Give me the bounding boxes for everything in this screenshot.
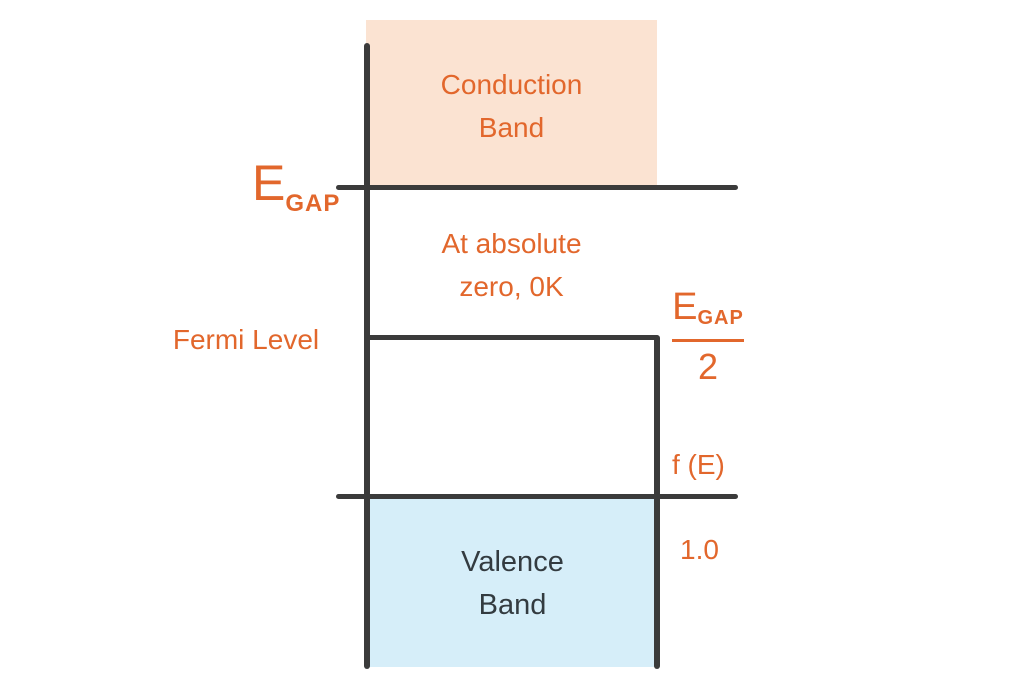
conduction-band-region [366,20,657,186]
egap-level-line [336,185,738,190]
valence-band-region [369,498,656,667]
fraction-numerator: EGAP [672,286,744,342]
valence-band-label-line1: Valence [461,546,564,578]
energy-axis-line [364,43,370,669]
absolute-zero-note: At absolute zero, 0K [366,222,657,308]
valence-band-label: Valence Band [369,541,656,627]
fermi-level-line [367,335,659,340]
valence-band-label-line2: Band [478,589,547,621]
valence-level-line [336,494,738,499]
egap-axis-label-subscript: GAP [285,190,341,217]
conduction-band-label-line2: Band [478,112,545,143]
fermi-level-label: Fermi Level [172,324,320,355]
egap-axis-label-main: E [252,155,286,211]
distribution-value-label: 1.0 [680,534,719,565]
conduction-band-label: Conduction Band [366,63,657,149]
fraction-numerator-subscript: GAP [697,307,744,329]
absolute-zero-note-line1: At absolute [441,228,582,259]
fraction-denominator: 2 [697,346,719,387]
egap-over-two-fraction: EGAP 2 [672,286,744,387]
absolute-zero-note-line2: zero, 0K [459,271,564,302]
fraction-numerator-main: E [672,286,698,328]
f-of-e-label: f (E) [672,449,725,480]
conduction-band-label-line1: Conduction [440,69,583,100]
egap-axis-label: E GAP [252,158,340,216]
distribution-step-line [654,335,660,669]
